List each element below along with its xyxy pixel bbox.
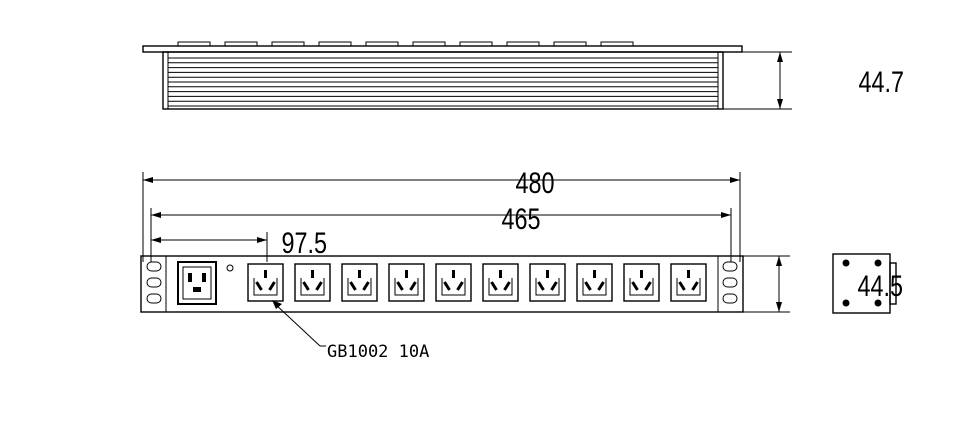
dim-overall-width: 480 (515, 166, 554, 199)
outlet (247, 263, 284, 302)
top-bump (553, 41, 587, 47)
top-bump (318, 41, 352, 47)
mount-slot (722, 293, 738, 304)
dim-mount-width: 465 (501, 202, 540, 235)
outlet (435, 263, 472, 302)
outlet (294, 263, 331, 302)
outlet (388, 263, 425, 302)
outlet (529, 263, 566, 302)
mount-slot (722, 261, 738, 272)
outlet-row (247, 263, 707, 302)
top-bump (177, 41, 211, 47)
top-bump (600, 41, 634, 47)
top-ribs (168, 57, 718, 107)
top-bump (412, 41, 446, 47)
front-view: 480 465 97.5 (140, 166, 903, 362)
top-bump (506, 41, 540, 47)
outlet (482, 263, 519, 302)
top-bump (459, 41, 493, 47)
top-view: 44.7 (142, 41, 904, 110)
right-mount-ear (722, 261, 738, 304)
outlet (670, 263, 707, 302)
screw-icon (874, 259, 882, 267)
callout-leader (273, 302, 321, 347)
screw-icon (842, 299, 850, 307)
dim-offset: 97.5 (281, 226, 327, 259)
indicator-light (226, 264, 234, 272)
top-bump (224, 41, 258, 47)
mount-slot (146, 293, 162, 304)
mount-slot (146, 261, 162, 272)
top-body (162, 51, 724, 110)
outlet (576, 263, 613, 302)
top-bump (271, 41, 305, 47)
callout-label: GB1002 10A (327, 342, 429, 362)
screw-icon (842, 259, 850, 267)
top-plate (142, 45, 743, 53)
front-panel (140, 255, 744, 313)
mount-slot (146, 277, 162, 288)
dim-top-height: 44.7 (858, 65, 904, 98)
outlet (623, 263, 660, 302)
mount-slot (722, 277, 738, 288)
side-view (832, 253, 897, 314)
outlet (341, 263, 378, 302)
top-bump (365, 41, 399, 47)
top-bumps (177, 41, 634, 47)
left-mount-ear (146, 261, 162, 304)
power-inlet (177, 261, 217, 305)
screw-icon (874, 299, 882, 307)
